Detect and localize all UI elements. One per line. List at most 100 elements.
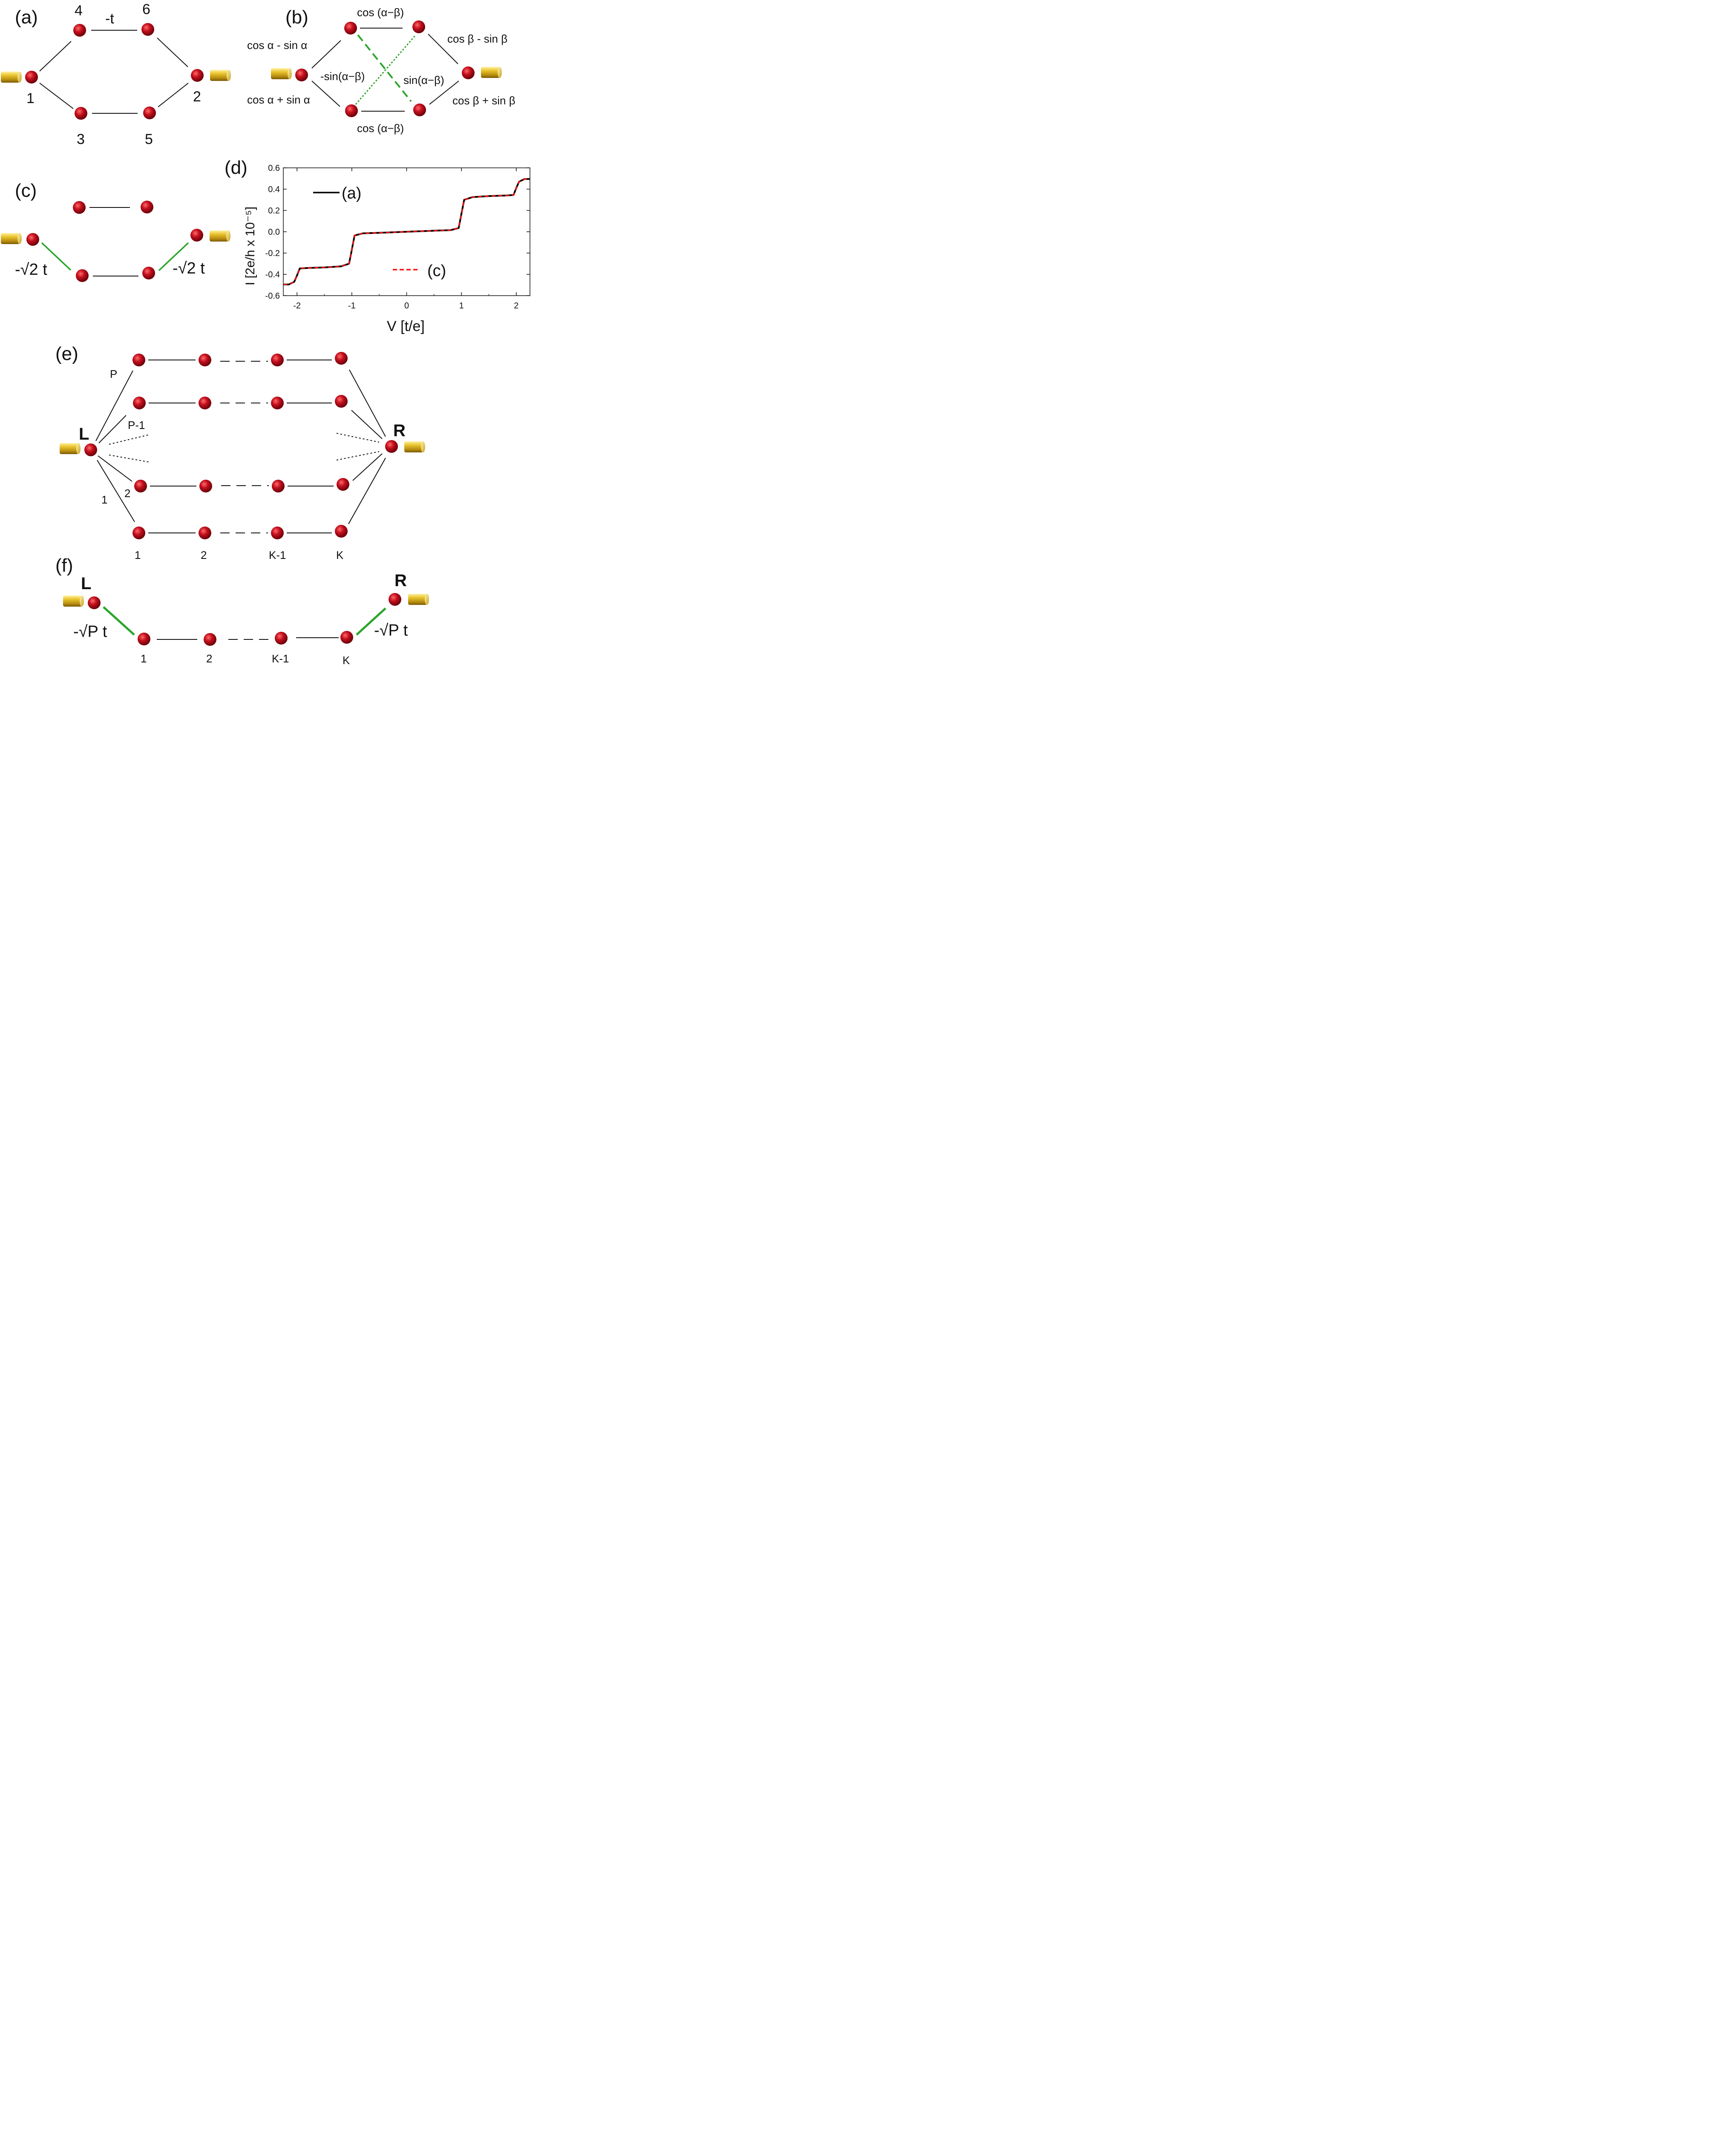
right-lead-label-f: R — [394, 571, 407, 590]
site-e-r2-c3 — [337, 478, 349, 491]
site-sphere — [138, 633, 150, 645]
bond-e-L-P1 — [98, 415, 127, 443]
bond-b-cross-dotted — [355, 35, 416, 105]
bottom-bond-label: cos (α−β) — [357, 122, 404, 135]
site-b-5 — [345, 104, 358, 117]
y-tick-label: -0.4 — [265, 270, 280, 279]
site-sphere — [462, 66, 475, 79]
chain-label-p: P — [110, 368, 117, 380]
lead-cap — [80, 596, 84, 607]
panel-c-label: (c) — [15, 180, 37, 201]
site-label-2: 2 — [193, 89, 201, 105]
panel-e: (e) L R P P-1 2 1 1 2 K-1 K — [55, 343, 406, 561]
bond-c-left-green — [41, 242, 72, 271]
site-e-r0-c0 — [132, 354, 145, 366]
lower-right-bond-label: cos β + sin β — [452, 94, 515, 107]
panel-c: (c) -√2 t -√2 t — [15, 180, 205, 279]
right-coupling-label: -√2 t — [173, 259, 205, 277]
site-e-r0-c3 — [335, 352, 348, 365]
site-sphere — [26, 233, 39, 246]
site-f-5 — [340, 631, 353, 644]
right-lead-label: R — [393, 421, 406, 440]
site-sphere — [88, 596, 101, 609]
left-lead-label-f: L — [81, 574, 91, 593]
f-site-label-2: 2 — [206, 652, 212, 665]
site-sphere — [271, 527, 284, 539]
site-sphere — [199, 354, 211, 366]
site-sphere — [133, 397, 146, 409]
site-sphere — [73, 201, 86, 214]
site-e-r0-c1 — [199, 354, 211, 366]
lead-left-e — [60, 443, 81, 454]
cross-left-label: -sin(α−β) — [320, 70, 365, 83]
site-label-5: 5 — [145, 131, 153, 147]
site-f-6 — [389, 593, 401, 606]
lead-body — [481, 67, 500, 78]
lead-left-c — [1, 233, 22, 244]
bond-e-L-1 — [97, 460, 135, 522]
lead-left-b — [271, 68, 292, 79]
figure-stage: (a) 4 6 1 2 3 5 -t (b) cos (α−β) cos (α−… — [0, 0, 533, 670]
site-c-2 — [141, 201, 153, 213]
y-tick-label: 0.0 — [268, 227, 280, 237]
bond-e-R-2 — [352, 453, 383, 481]
site-sphere — [385, 440, 398, 453]
f-site-label-k: K — [343, 654, 350, 667]
bond-e-L-2 — [98, 455, 132, 482]
site-sphere — [413, 104, 426, 116]
cross-right-label: sin(α−β) — [403, 74, 444, 86]
bond-b-lower-left — [311, 81, 340, 107]
lead-body — [1, 72, 20, 83]
site-c-6 — [142, 267, 155, 279]
site-sphere — [335, 352, 348, 365]
site-c-4 — [190, 229, 203, 242]
site-layer — [25, 20, 475, 646]
site-f-2 — [138, 633, 150, 645]
bond-b-upper-left — [311, 40, 341, 69]
panel-d-label: (d) — [225, 157, 248, 178]
site-b-1 — [295, 69, 308, 81]
site-sphere — [84, 443, 97, 456]
y-tick-label: 0.2 — [268, 206, 280, 216]
bond-e-R-dots-1 — [336, 433, 380, 443]
left-lead-label: L — [79, 425, 89, 443]
site-c-1 — [73, 201, 86, 214]
bond-e-R-P — [349, 369, 386, 437]
upper-right-bond-label: cos β - sin β — [447, 32, 507, 45]
left-coupling-label-f: -√P t — [73, 623, 107, 641]
lead-body — [63, 596, 82, 607]
panel-f: (f) L R -√P t -√P t 1 2 K-1 K — [55, 555, 408, 667]
lead-left-f — [63, 596, 84, 607]
site-f-1 — [88, 596, 101, 609]
top-bond-label: cos (α−β) — [357, 6, 404, 19]
figure-canvas: (a) 4 6 1 2 3 5 -t (b) cos (α−β) cos (α−… — [1, 1, 530, 667]
site-e-r2-c0 — [134, 480, 147, 492]
upper-left-bond-label: cos α - sin α — [247, 39, 307, 52]
site-col-label-k-1: K-1 — [269, 549, 286, 561]
bond-b-lower-right — [429, 81, 459, 105]
site-b-3 — [412, 20, 425, 33]
lead-body — [404, 441, 423, 452]
bond-e-L-dots-1 — [109, 434, 150, 445]
bond-f-left-green — [103, 606, 135, 636]
site-c-5 — [76, 269, 89, 282]
site-sphere — [199, 480, 212, 492]
site-sphere — [335, 395, 348, 408]
bond-b-cross-dashed — [357, 34, 412, 102]
bond-layer — [39, 28, 459, 640]
bond-5-2 — [158, 83, 189, 107]
chain-label-p-minus-1: P-1 — [128, 419, 145, 432]
bond-c-right-green — [158, 242, 189, 271]
site-f-4 — [275, 632, 288, 645]
lead-cap — [76, 443, 81, 454]
site-col-label-1: 1 — [135, 549, 141, 561]
site-sphere — [132, 354, 145, 366]
site-e-r1-c3 — [335, 395, 348, 408]
y-tick-label: -0.6 — [265, 291, 280, 301]
site-label-6: 6 — [142, 1, 150, 17]
site-sphere — [199, 397, 211, 409]
lead-cap — [17, 233, 22, 244]
bond-1-3 — [39, 83, 74, 109]
left-coupling-label: -√2 t — [15, 261, 47, 279]
